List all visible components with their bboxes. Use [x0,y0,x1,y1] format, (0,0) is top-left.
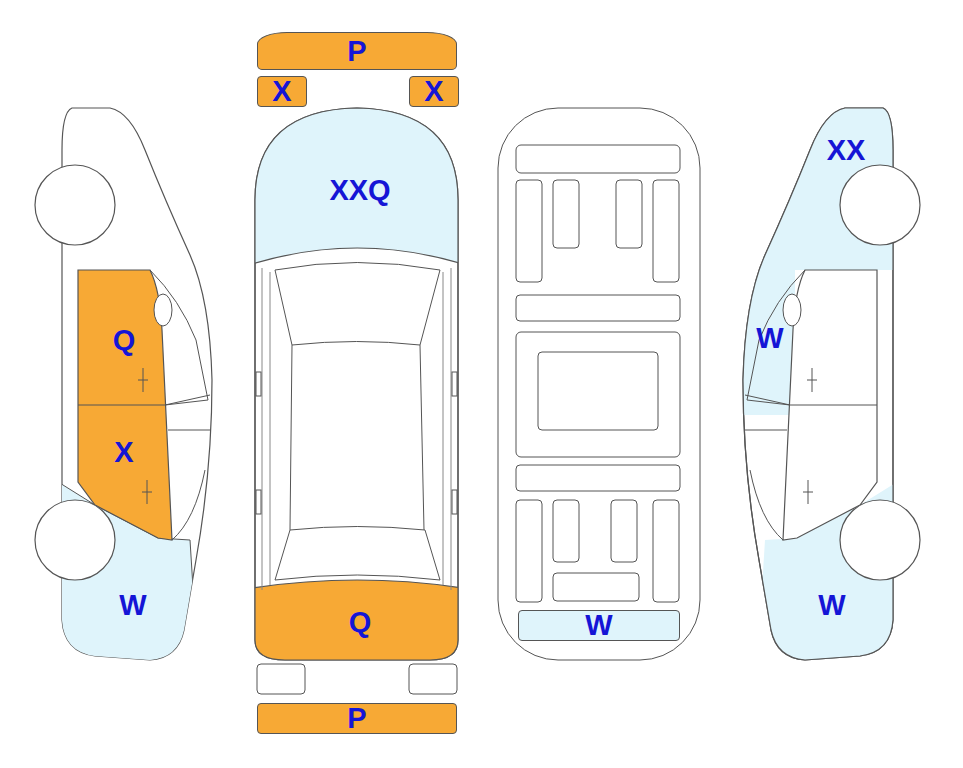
damage-panel: W [518,610,680,641]
damage-code: P [347,704,366,733]
underbody-view [498,108,700,660]
damage-code: P [347,37,366,66]
right-side-view [715,100,920,700]
damage-code: W [119,591,146,620]
damage-panel: P [257,703,457,734]
damage-panel: X [409,76,459,107]
damage-code: W [756,324,783,353]
damage-code: XX [827,136,866,165]
damage-code: W [585,611,612,640]
damage-code: XXQ [329,176,390,205]
damage-code: X [114,438,133,467]
damage-code: W [818,591,845,620]
damage-panel: X [257,76,307,107]
damage-panel: P [257,32,457,70]
damage-code: X [272,77,291,106]
damage-code: X [424,77,443,106]
left-side-view [35,108,212,700]
damage-code: Q [349,608,372,637]
damage-code: Q [113,326,136,355]
top-view [240,90,475,694]
